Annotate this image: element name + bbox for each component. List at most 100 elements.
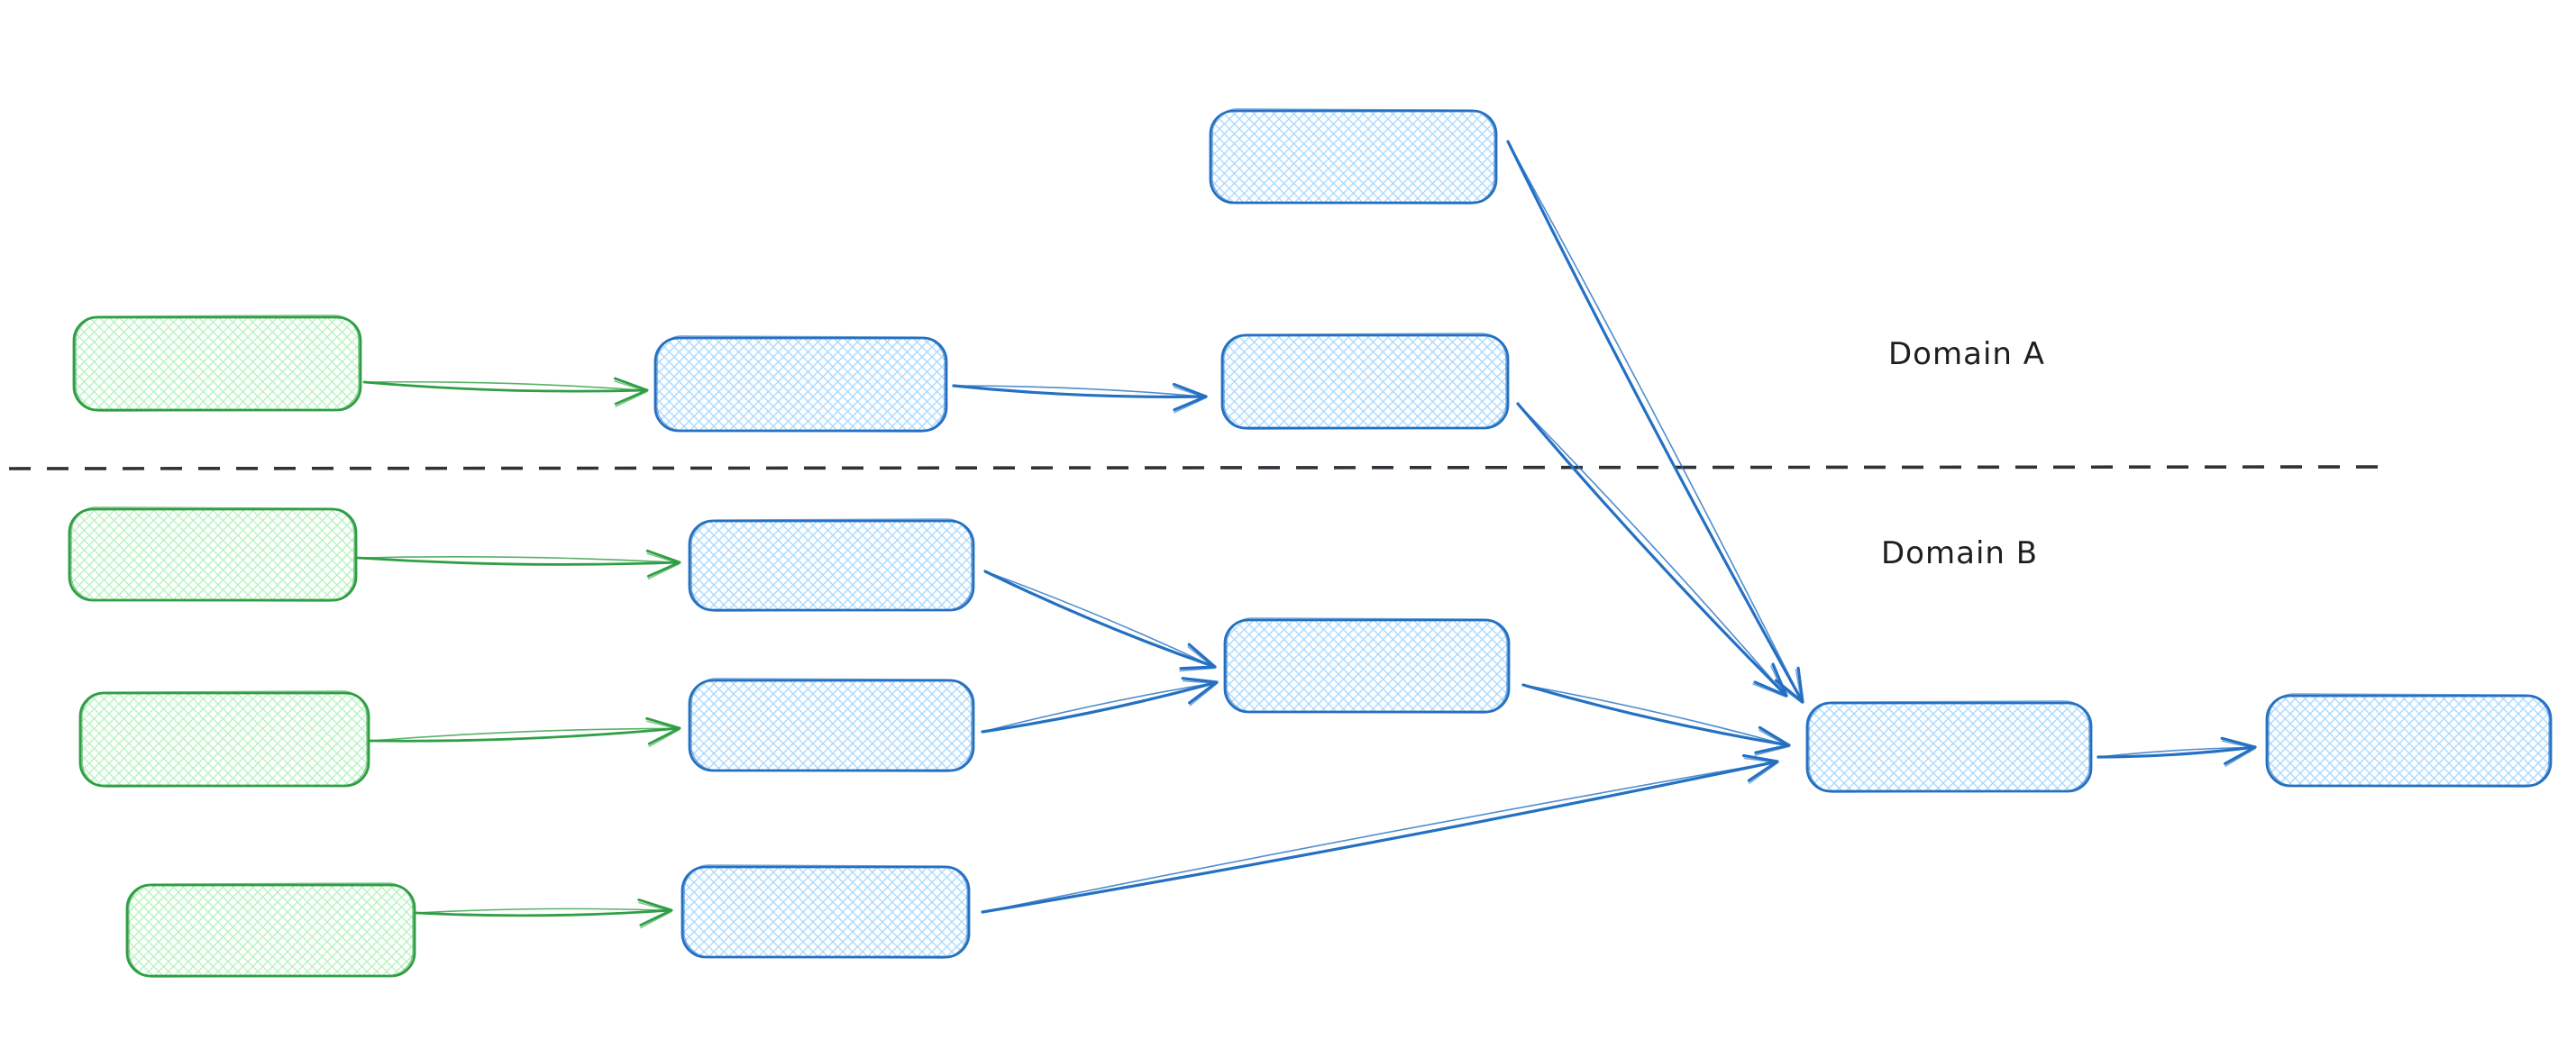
- arrow-b-step3-to-hub[interactable]: [981, 753, 1779, 914]
- arrow-line-sketch: [357, 556, 671, 563]
- arrow-line-sketch: [416, 908, 663, 914]
- arrow-head-sketch: [1743, 757, 1778, 784]
- arrow-line-sketch: [982, 762, 1769, 913]
- arrow-head-sketch: [1173, 386, 1207, 414]
- box-rect: [78, 691, 370, 788]
- arrow-line: [415, 908, 673, 917]
- arrow-line-sketch: [370, 727, 671, 742]
- box-domain-b-source-1[interactable]: [68, 506, 358, 602]
- box-domain-b-step-2[interactable]: [688, 678, 975, 772]
- arrow-head: [645, 716, 681, 745]
- box-domain-b-merge[interactable]: [1223, 617, 1511, 714]
- arrow-head-sketch: [1754, 729, 1790, 756]
- box-rect: [2265, 694, 2553, 788]
- arrow-head: [1181, 677, 1219, 705]
- arrow-line: [981, 760, 1779, 914]
- arrow-line: [369, 726, 681, 743]
- box-domain-b-source-3[interactable]: [125, 882, 416, 978]
- box-rect: [68, 507, 358, 602]
- arrow-head-sketch: [2221, 740, 2256, 768]
- box-rect-sketch: [2268, 693, 2550, 788]
- arrow-line: [362, 380, 649, 393]
- arrow-head-sketch: [1183, 680, 1219, 707]
- arrow-head-sketch: [646, 552, 681, 580]
- box-rect-sketch: [128, 882, 414, 978]
- arrow-line: [1516, 402, 1788, 698]
- box-rect: [681, 865, 971, 959]
- box-hub[interactable]: [1805, 700, 2093, 793]
- box-domain-b-source-2[interactable]: [78, 690, 370, 788]
- arrow-head: [1179, 643, 1217, 670]
- arrow-line: [1506, 140, 1804, 704]
- arrow-line-sketch: [953, 385, 1198, 397]
- box-rect: [688, 679, 975, 772]
- arrow-a-step2-to-hub[interactable]: [1516, 402, 1788, 698]
- arrow-b-source1-to-step1[interactable]: [356, 549, 681, 580]
- box-rect: [125, 883, 416, 978]
- arrow-a-step1-to-step2[interactable]: [952, 382, 1208, 414]
- box-rect-sketch: [70, 506, 355, 602]
- box-rect-sketch: [1808, 700, 2090, 793]
- box-domain-a-step-1[interactable]: [653, 335, 948, 433]
- arrow-b-source3-to-step3[interactable]: [415, 898, 673, 929]
- arrow-b-step1-to-merge[interactable]: [983, 570, 1217, 672]
- arrow-head: [1172, 382, 1208, 412]
- box-output[interactable]: [2265, 693, 2553, 788]
- box-domain-a-step-2[interactable]: [1220, 333, 1510, 430]
- arrow-head: [1774, 666, 1804, 704]
- box-domain-b-step-3[interactable]: [681, 864, 971, 959]
- box-rect: [1805, 701, 2093, 793]
- arrow-head: [1754, 725, 1791, 754]
- arrow-b-step2-to-merge[interactable]: [981, 677, 1219, 734]
- arrow-line: [981, 680, 1219, 734]
- box-rect: [1220, 333, 1510, 430]
- arrow-line: [356, 556, 681, 566]
- box-rect-sketch: [690, 518, 973, 612]
- arrow-b-source2-to-step2[interactable]: [369, 716, 681, 748]
- domain-a-label[interactable]: Domain A: [1888, 336, 2045, 372]
- arrow-head-sketch: [645, 720, 681, 748]
- arrow-head: [645, 549, 681, 578]
- box-rect-sketch: [1223, 333, 1507, 430]
- arrow-head-sketch: [614, 380, 648, 407]
- box-rect: [72, 315, 362, 412]
- arrow-head: [2220, 736, 2257, 765]
- arrow-head: [637, 898, 673, 926]
- arrow-line: [983, 570, 1217, 669]
- arrow-line-sketch: [984, 570, 1208, 664]
- box-domain-a-top[interactable]: [1209, 108, 1498, 205]
- box-rect-sketch: [75, 315, 360, 412]
- arrow-a-source-to-step1[interactable]: [362, 377, 649, 407]
- arrow-head-sketch: [1179, 646, 1216, 672]
- arrow-head: [613, 377, 649, 406]
- arrow-line: [1521, 683, 1791, 747]
- arrow-head: [1741, 753, 1779, 782]
- box-rect: [688, 519, 975, 612]
- arrow-head-sketch: [638, 901, 672, 929]
- box-rect: [1209, 109, 1498, 205]
- box-domain-a-source[interactable]: [72, 315, 362, 412]
- arrow-line-sketch: [2097, 746, 2247, 758]
- box-rect-sketch: [683, 864, 968, 959]
- box-rect-sketch: [1211, 108, 1495, 205]
- box-rect: [653, 336, 948, 433]
- arrow-head: [1753, 662, 1788, 698]
- arrow-line-sketch: [1522, 684, 1782, 744]
- box-domain-b-step-1[interactable]: [688, 518, 975, 612]
- box-rect-sketch: [656, 335, 945, 433]
- arrow-line-sketch: [982, 683, 1210, 733]
- domain-divider-dashed-line[interactable]: [8, 465, 2394, 470]
- arrow-line-sketch: [1517, 403, 1782, 690]
- arrow-a-top-to-hub[interactable]: [1506, 140, 1804, 704]
- arrow-line-sketch: [363, 380, 639, 391]
- arrow-head-sketch: [1752, 665, 1786, 698]
- box-rect-sketch: [1226, 617, 1508, 714]
- box-rect: [1223, 618, 1511, 714]
- box-rect-sketch: [690, 678, 973, 772]
- domain-b-label[interactable]: Domain B: [1881, 535, 2038, 571]
- arrow-hub-to-output[interactable]: [2096, 736, 2257, 768]
- arrow-line-sketch: [1507, 141, 1800, 695]
- arrow-b-merge-to-hub[interactable]: [1521, 683, 1791, 756]
